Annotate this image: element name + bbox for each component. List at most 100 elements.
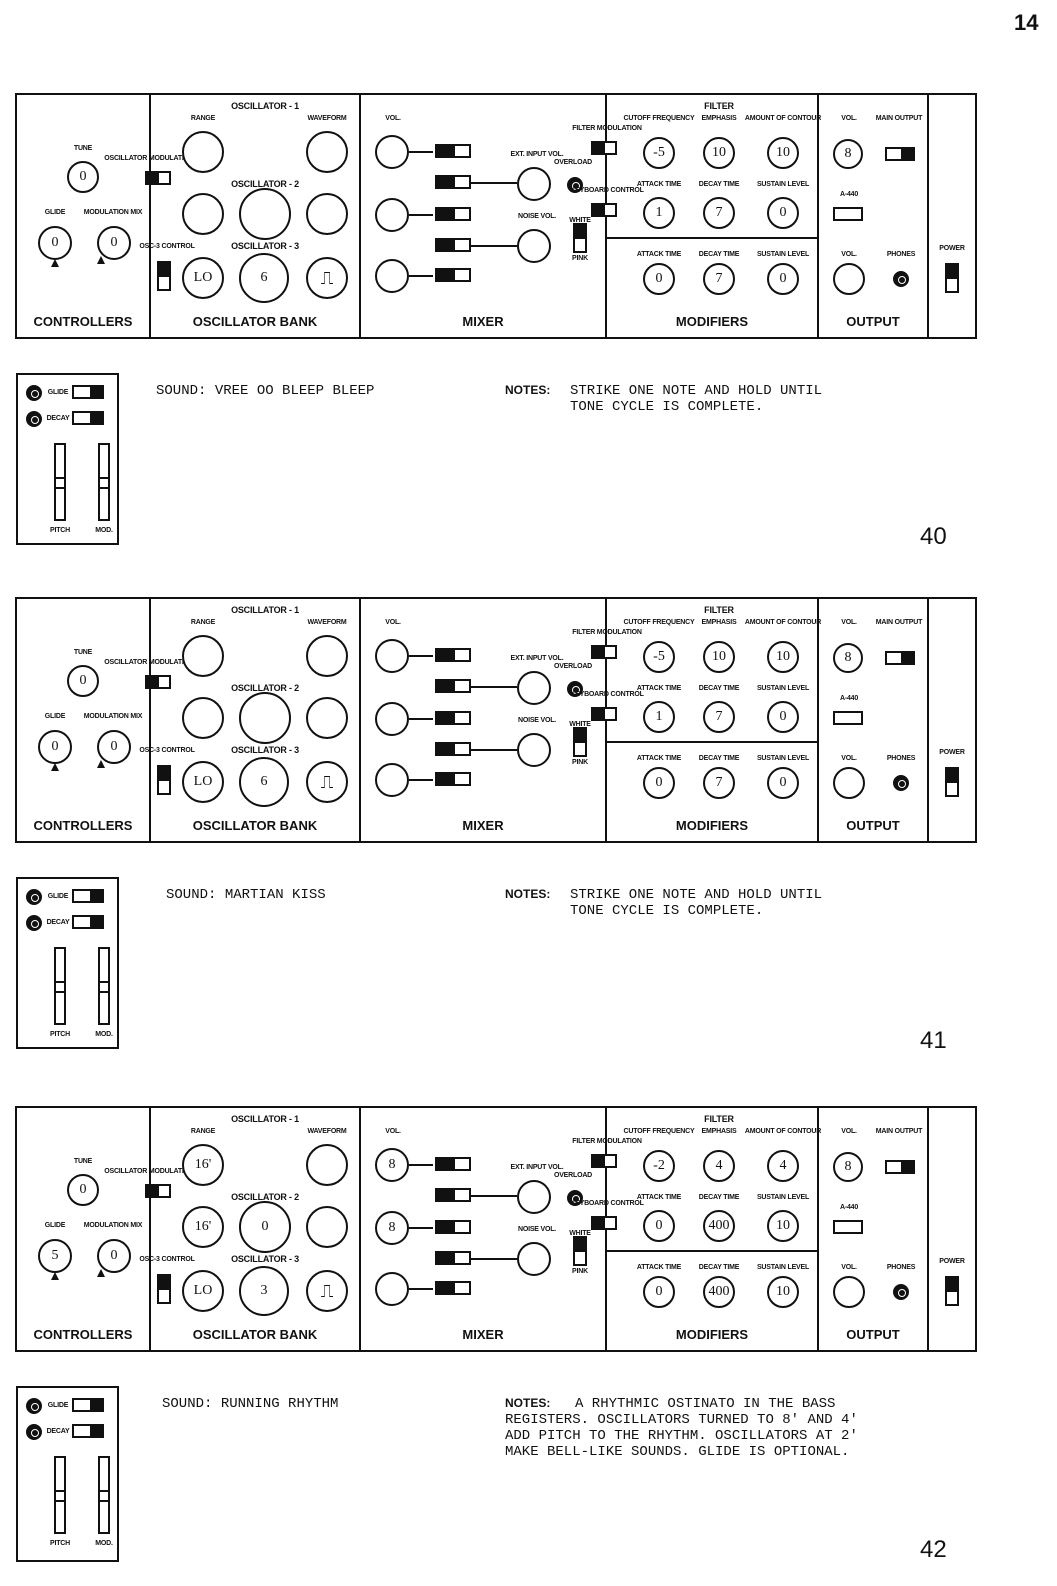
mixer-osc2-vol-knob[interactable]: 8 (375, 1211, 409, 1245)
osc1-waveform-knob[interactable] (306, 131, 348, 173)
mixer-ext-switch[interactable] (435, 679, 471, 693)
emphasis-knob[interactable]: 4 (703, 1150, 735, 1182)
osc2-range-knob[interactable] (182, 193, 224, 235)
loudness-attack-knob[interactable]: 0 (643, 263, 675, 295)
contour-amount-knob[interactable]: 10 (767, 641, 799, 673)
mod-wheel[interactable] (98, 1456, 110, 1534)
mixer-osc1-switch[interactable] (435, 144, 471, 158)
main-output-switch[interactable] (885, 651, 915, 665)
small-glide-switch[interactable] (72, 385, 104, 399)
osc3-frequency-knob[interactable]: 3 (239, 1266, 289, 1316)
osc3-range-knob[interactable]: LO (182, 257, 224, 299)
mixer-osc3-vol-knob[interactable] (375, 1272, 409, 1306)
output-vol-knob[interactable]: 8 (833, 139, 863, 169)
tune-knob[interactable]: 0 (67, 161, 99, 193)
loudness-sustain-knob[interactable]: 10 (767, 1276, 799, 1308)
noise-vol-knob[interactable] (517, 229, 551, 263)
mixer-osc3-switch[interactable] (435, 772, 471, 786)
osc3-range-knob[interactable]: LO (182, 761, 224, 803)
mixer-osc1-switch[interactable] (435, 648, 471, 662)
power-switch[interactable] (945, 263, 959, 293)
small-decay-switch[interactable] (72, 915, 104, 929)
glide-knob[interactable]: 5 (38, 1239, 72, 1280)
pitch-wheel[interactable] (54, 443, 66, 521)
mixer-osc3-vol-knob[interactable] (375, 259, 409, 293)
mixer-osc3-vol-knob[interactable] (375, 763, 409, 797)
osc1-range-knob[interactable] (182, 635, 224, 677)
contour-amount-knob[interactable]: 10 (767, 137, 799, 169)
main-output-switch[interactable] (885, 1160, 915, 1174)
main-output-switch[interactable] (885, 147, 915, 161)
small-decay-switch[interactable] (72, 411, 104, 425)
emphasis-knob[interactable]: 10 (703, 137, 735, 169)
mixer-ext-switch[interactable] (435, 175, 471, 189)
loudness-attack-knob[interactable]: 0 (643, 1276, 675, 1308)
loudness-decay-knob[interactable]: 400 (703, 1276, 735, 1308)
cutoff-knob[interactable]: -2 (643, 1150, 675, 1182)
mixer-noise-switch[interactable] (435, 1251, 471, 1265)
small-glide-switch[interactable] (72, 1398, 104, 1412)
mixer-osc1-vol-knob[interactable] (375, 135, 409, 169)
tune-knob[interactable]: 0 (67, 1174, 99, 1206)
mixer-osc2-switch[interactable] (435, 1220, 471, 1234)
cutoff-knob[interactable]: -5 (643, 641, 675, 673)
keyboard-control-switch[interactable] (591, 1216, 617, 1230)
loudness-sustain-knob[interactable]: 0 (767, 263, 799, 295)
osc2-range-knob[interactable]: 16' (182, 1206, 224, 1248)
power-switch[interactable] (945, 1276, 959, 1306)
osc1-waveform-knob[interactable] (306, 1144, 348, 1186)
modulation-mix-knob[interactable]: 0 (97, 1239, 131, 1277)
noise-vol-knob[interactable] (517, 1242, 551, 1276)
noise-color-switch[interactable] (573, 1236, 587, 1266)
ext-input-vol-knob[interactable] (517, 1180, 551, 1214)
keyboard-control-switch[interactable] (591, 203, 617, 217)
cutoff-knob[interactable]: -5 (643, 137, 675, 169)
mixer-osc2-switch[interactable] (435, 711, 471, 725)
output-vol-knob[interactable]: 8 (833, 643, 863, 673)
loudness-sustain-knob[interactable]: 0 (767, 767, 799, 799)
osc1-waveform-knob[interactable] (306, 635, 348, 677)
tune-knob[interactable]: 0 (67, 665, 99, 697)
pitch-wheel[interactable] (54, 947, 66, 1025)
filter-modulation-switch[interactable] (591, 141, 617, 155)
power-switch[interactable] (945, 767, 959, 797)
small-glide-switch[interactable] (72, 889, 104, 903)
ext-input-vol-knob[interactable] (517, 167, 551, 201)
keyboard-control-switch[interactable] (591, 707, 617, 721)
phones-vol-knob[interactable] (833, 767, 865, 799)
osc-modulation-switch[interactable] (145, 171, 171, 185)
ext-input-vol-knob[interactable] (517, 671, 551, 705)
small-decay-switch[interactable] (72, 1424, 104, 1438)
glide-knob[interactable]: 0 (38, 226, 72, 267)
mixer-ext-switch[interactable] (435, 1188, 471, 1202)
osc3-control-switch[interactable] (157, 765, 171, 795)
filter-decay-knob[interactable]: 7 (703, 701, 735, 733)
loudness-decay-knob[interactable]: 7 (703, 263, 735, 295)
mixer-osc2-vol-knob[interactable] (375, 702, 409, 736)
modulation-mix-knob[interactable]: 0 (97, 226, 131, 264)
osc3-range-knob[interactable]: LO (182, 1270, 224, 1312)
osc3-waveform-knob[interactable]: ⎍ (306, 761, 348, 803)
osc3-frequency-knob[interactable]: 6 (239, 757, 289, 807)
a440-switch[interactable] (833, 207, 863, 221)
filter-modulation-switch[interactable] (591, 645, 617, 659)
osc1-range-knob[interactable]: 16' (182, 1144, 224, 1186)
filter-sustain-knob[interactable]: 0 (767, 197, 799, 229)
emphasis-knob[interactable]: 10 (703, 641, 735, 673)
osc3-waveform-knob[interactable]: ⎍ (306, 257, 348, 299)
mixer-osc1-switch[interactable] (435, 1157, 471, 1171)
phones-vol-knob[interactable] (833, 1276, 865, 1308)
glide-knob[interactable]: 0 (38, 730, 72, 771)
phones-vol-knob[interactable] (833, 263, 865, 295)
noise-vol-knob[interactable] (517, 733, 551, 767)
filter-attack-knob[interactable]: 0 (643, 1210, 675, 1242)
osc2-waveform-knob[interactable] (306, 697, 348, 739)
a440-switch[interactable] (833, 711, 863, 725)
osc2-waveform-knob[interactable] (306, 1206, 348, 1248)
filter-decay-knob[interactable]: 7 (703, 197, 735, 229)
loudness-attack-knob[interactable]: 0 (643, 767, 675, 799)
mixer-osc1-vol-knob[interactable] (375, 639, 409, 673)
osc2-waveform-knob[interactable] (306, 193, 348, 235)
mixer-osc2-switch[interactable] (435, 207, 471, 221)
osc3-control-switch[interactable] (157, 1274, 171, 1304)
